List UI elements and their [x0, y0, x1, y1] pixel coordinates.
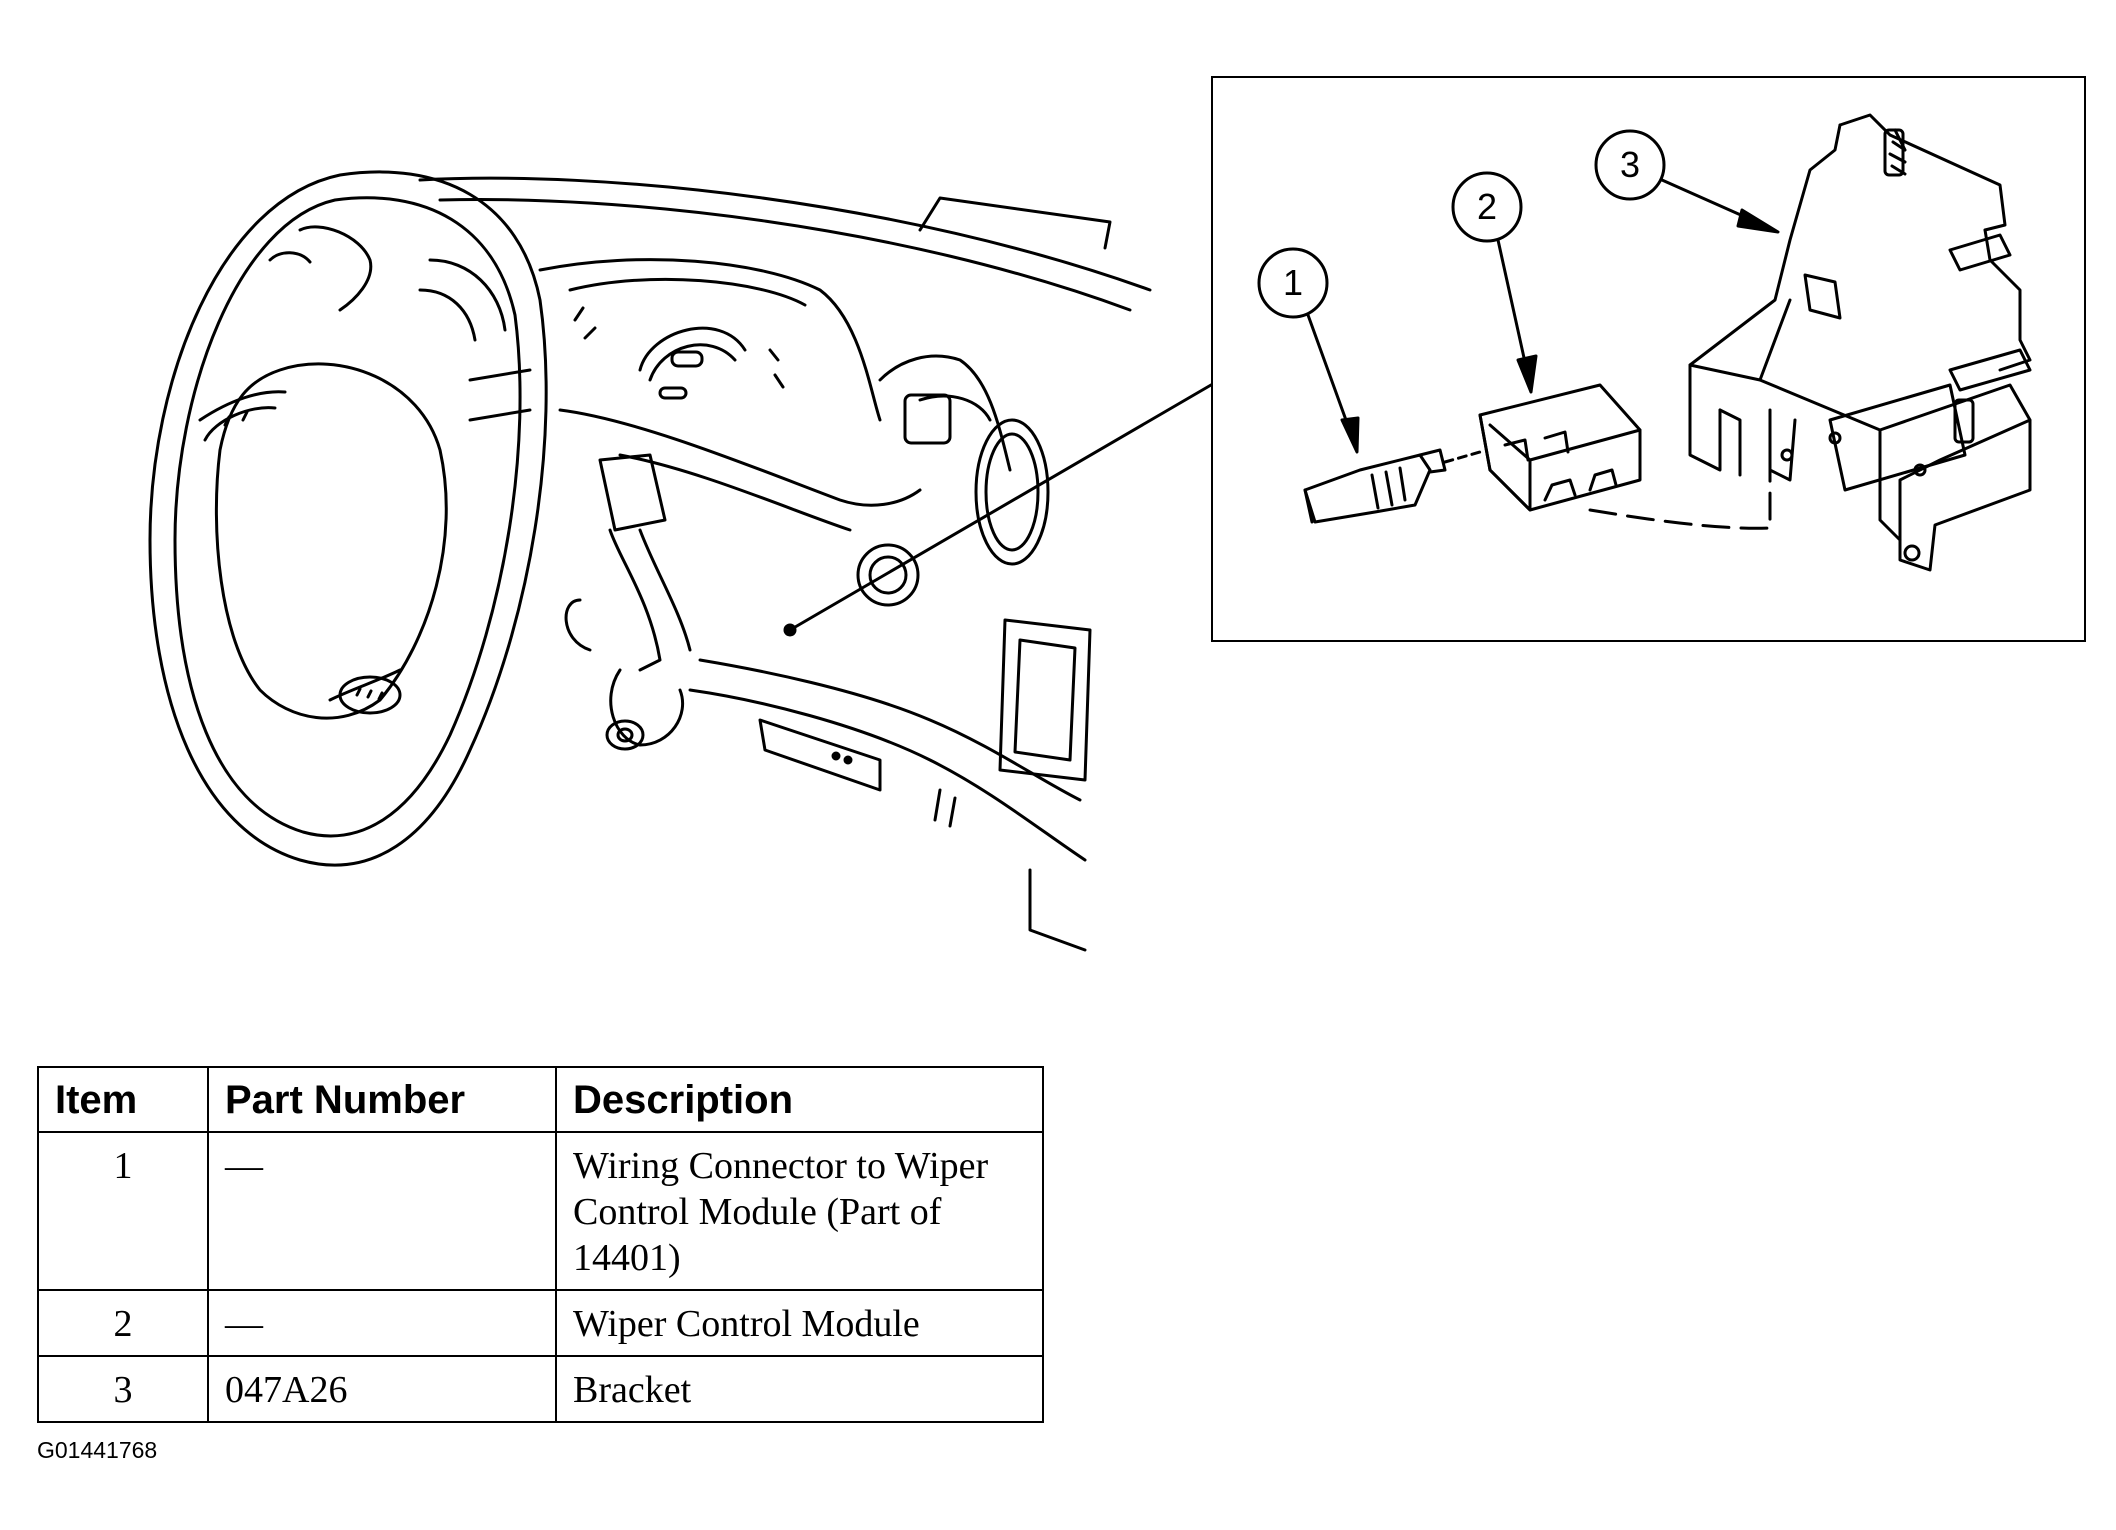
callout-2: 2 [1451, 171, 1538, 394]
table-header-row: Item Part Number Description [37, 1066, 1044, 1133]
callout-3-number: 3 [1620, 144, 1640, 185]
cell-part-number: — [207, 1289, 557, 1357]
callout-1: 1 [1257, 247, 1360, 454]
cell-item: 1 [37, 1131, 209, 1291]
cell-description: Wiring Connector to Wiper Control Module… [555, 1131, 1044, 1291]
inset-illustration [1303, 113, 2032, 572]
figure-id: G01441768 [37, 1437, 158, 1463]
cell-part-number: 047A26 [207, 1355, 557, 1423]
cell-description: Bracket [555, 1355, 1044, 1423]
header-item: Item [37, 1066, 209, 1133]
cell-description: Wiper Control Module [555, 1289, 1044, 1357]
table-row: 1 — Wiring Connector to Wiper Control Mo… [37, 1131, 1044, 1291]
cell-part-number: — [207, 1131, 557, 1291]
callout-1-number: 1 [1283, 262, 1303, 303]
parts-table: Item Part Number Description 1 — Wiring … [37, 1066, 1044, 1423]
callout-2-number: 2 [1477, 186, 1497, 227]
inset-frame [1211, 76, 2086, 642]
header-description: Description [555, 1066, 1044, 1133]
dashboard-illustration [148, 170, 1213, 952]
cell-item: 2 [37, 1289, 209, 1357]
header-part-number: Part Number [207, 1066, 557, 1133]
callout-3: 3 [1594, 129, 1780, 234]
table-row: 2 — Wiper Control Module [37, 1289, 1044, 1357]
cell-item: 3 [37, 1355, 209, 1423]
table-row: 3 047A26 Bracket [37, 1355, 1044, 1423]
leader-line [788, 383, 1213, 632]
